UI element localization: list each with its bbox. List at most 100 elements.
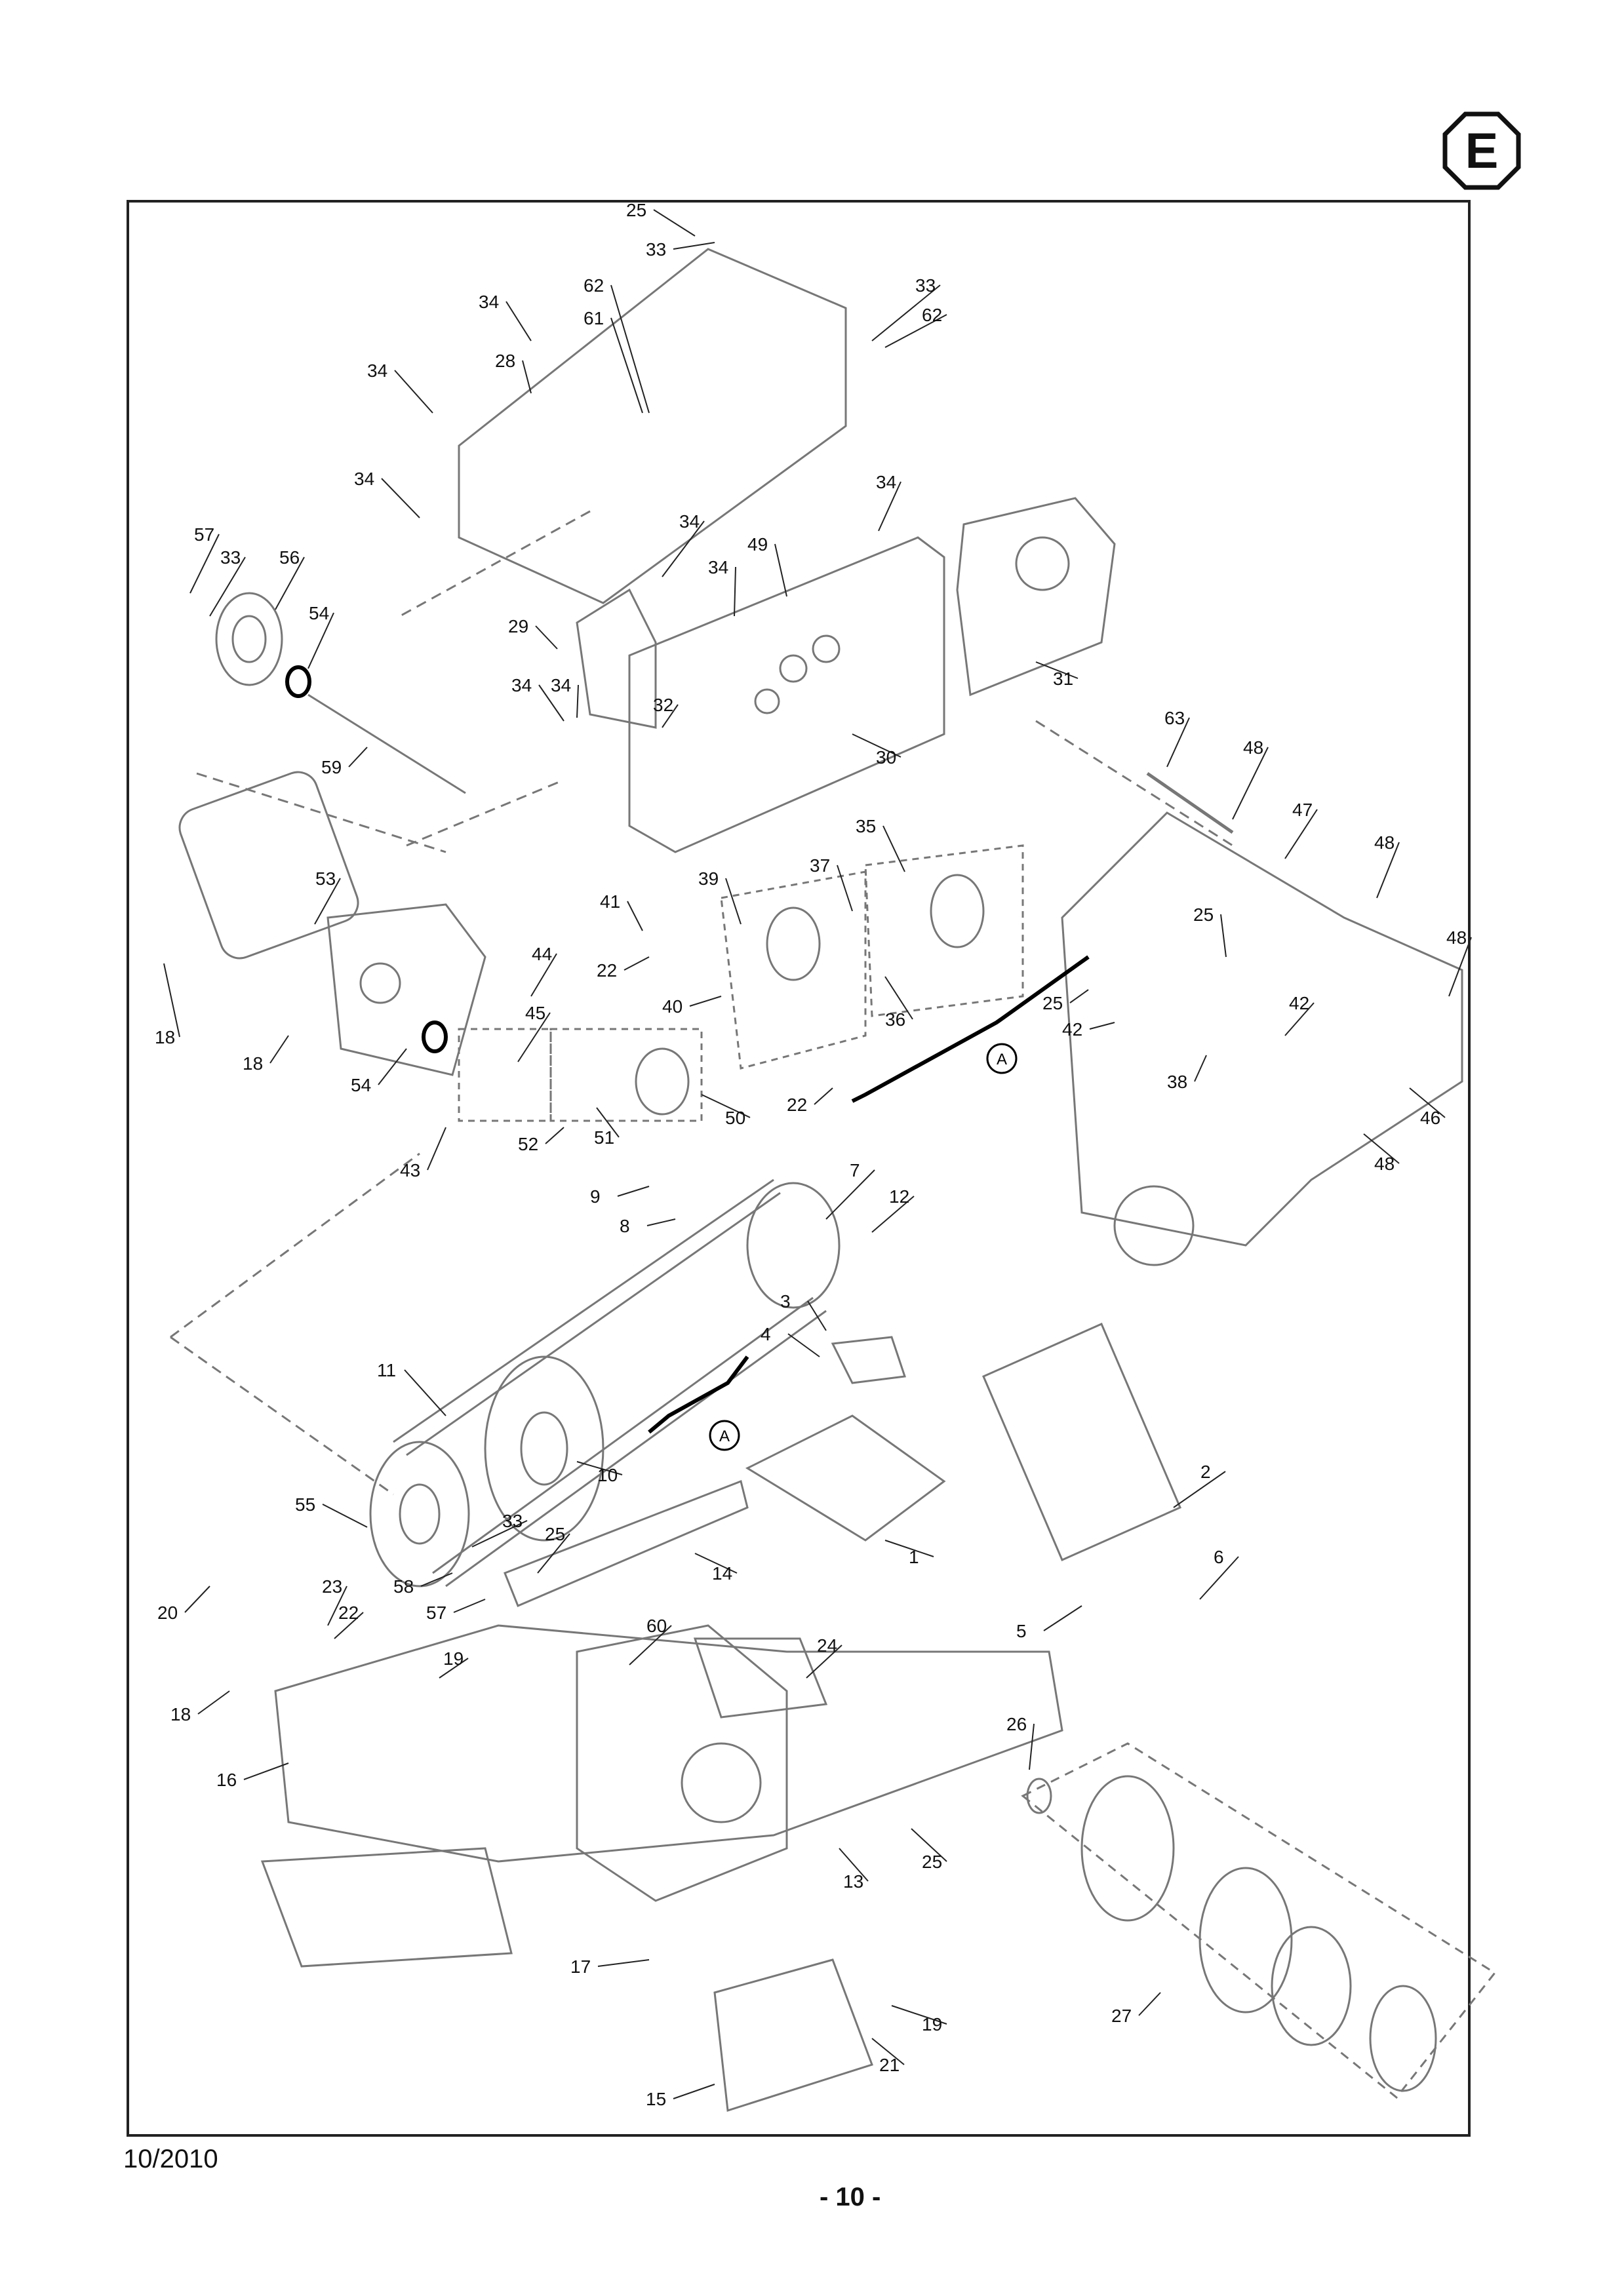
group-marker-label: A bbox=[997, 1051, 1007, 1068]
callout-number: 43 bbox=[400, 1160, 420, 1180]
group-braces bbox=[648, 955, 1090, 1434]
callout-leader-line bbox=[163, 963, 180, 1038]
callout-37: 37 bbox=[810, 855, 853, 912]
callout-leader-line bbox=[314, 878, 341, 925]
callout-leader-line bbox=[774, 543, 787, 597]
callout-leader-line bbox=[1284, 809, 1318, 859]
callout-51: 51 bbox=[594, 1107, 620, 1148]
callout-36: 36 bbox=[884, 976, 913, 1030]
callout-14: 14 bbox=[694, 1553, 738, 1584]
callout-number: 40 bbox=[662, 996, 683, 1017]
callout-leader-line bbox=[725, 878, 742, 925]
callout-number: 42 bbox=[1062, 1019, 1082, 1040]
callout-12: 12 bbox=[871, 1186, 915, 1233]
callout-number: 36 bbox=[885, 1009, 905, 1030]
callout-22: 22 bbox=[334, 1603, 364, 1639]
callout-34: 34 bbox=[354, 469, 420, 518]
callout-leader-line bbox=[322, 1504, 368, 1528]
callout-19: 19 bbox=[439, 1648, 469, 1679]
callout-leader-line bbox=[439, 1658, 469, 1679]
callout-number: 24 bbox=[817, 1635, 837, 1656]
callout-number: 35 bbox=[856, 816, 876, 836]
callout-number: 5 bbox=[1016, 1621, 1027, 1641]
callout-leader-line bbox=[420, 1572, 453, 1587]
assembly-50 bbox=[549, 1028, 703, 1122]
belt-11 bbox=[393, 1178, 827, 1587]
callout-18: 18 bbox=[155, 963, 180, 1047]
callout-leader-line bbox=[327, 1586, 347, 1626]
callout-number: 19 bbox=[443, 1648, 464, 1669]
callout-number: 58 bbox=[393, 1576, 414, 1597]
callout-52: 52 bbox=[518, 1127, 564, 1154]
callout-number: 16 bbox=[216, 1770, 237, 1790]
callout-39: 39 bbox=[698, 868, 742, 925]
callout-18: 18 bbox=[243, 1035, 289, 1074]
callout-38: 38 bbox=[1167, 1055, 1207, 1092]
callout-leader-line bbox=[1069, 989, 1089, 1003]
callout-54: 54 bbox=[351, 1048, 407, 1095]
callout-number: 47 bbox=[1292, 800, 1313, 820]
callout-number: 7 bbox=[850, 1160, 860, 1180]
callout-number: 22 bbox=[787, 1095, 807, 1115]
callout-18: 18 bbox=[170, 1690, 230, 1724]
callout-10: 10 bbox=[576, 1461, 623, 1485]
callout-number: 48 bbox=[1374, 832, 1395, 853]
callout-leader-line bbox=[787, 1333, 820, 1357]
plate-1 bbox=[745, 1414, 946, 1542]
plate-30 bbox=[628, 536, 945, 853]
callout-number: 60 bbox=[646, 1616, 667, 1636]
callout-48: 48 bbox=[1232, 737, 1269, 820]
callout-number: 34 bbox=[367, 360, 387, 381]
callout-number: 51 bbox=[594, 1127, 614, 1148]
callout-leader-line bbox=[610, 317, 643, 414]
callout-6: 6 bbox=[1199, 1547, 1239, 1600]
page-number: - 10 - bbox=[820, 2183, 881, 2211]
callout-number: 34 bbox=[708, 557, 728, 577]
callout-11: 11 bbox=[377, 1360, 446, 1416]
callout-number: 34 bbox=[679, 511, 700, 532]
callout-leader-line bbox=[197, 1690, 230, 1715]
callout-number: 9 bbox=[590, 1186, 601, 1207]
callout-number: 38 bbox=[1167, 1072, 1187, 1092]
callout-number: 53 bbox=[315, 868, 336, 889]
callout-55: 55 bbox=[295, 1494, 368, 1528]
callout-leader-line bbox=[624, 956, 650, 971]
bearing-block-39 bbox=[720, 870, 867, 1070]
callout-leader-line bbox=[522, 360, 532, 394]
callout-leader-line bbox=[629, 1625, 672, 1665]
callout-leader-line bbox=[243, 1762, 289, 1780]
callout-leader-line bbox=[617, 1186, 650, 1197]
callout-21: 21 bbox=[871, 2038, 905, 2075]
callout-33: 33 bbox=[471, 1511, 528, 1547]
callout-leader-line bbox=[878, 481, 901, 532]
callout-number: 28 bbox=[495, 351, 515, 371]
callout-number: 12 bbox=[889, 1186, 909, 1207]
callout-leader-line bbox=[535, 625, 558, 650]
callout-leader-line bbox=[538, 684, 564, 722]
callout-5: 5 bbox=[1016, 1605, 1082, 1641]
callout-leader-line bbox=[404, 1369, 446, 1416]
callout-leader-line bbox=[1232, 747, 1269, 820]
callout-leader-line bbox=[394, 370, 433, 414]
callout-leader-line bbox=[839, 1848, 869, 1882]
callout-leader-line bbox=[1166, 717, 1190, 768]
callout-number: 13 bbox=[843, 1871, 863, 1892]
callout-45: 45 bbox=[517, 1003, 551, 1062]
callout-60: 60 bbox=[629, 1616, 672, 1665]
callout-48: 48 bbox=[1363, 1133, 1400, 1174]
callout-25: 25 bbox=[537, 1524, 570, 1574]
callout-leader-line bbox=[701, 1094, 751, 1118]
callout-leader-line bbox=[427, 1127, 446, 1171]
plate-2 bbox=[982, 1323, 1181, 1561]
group-marker-a: A A bbox=[709, 1043, 1018, 1451]
callout-17: 17 bbox=[570, 1956, 650, 1977]
callout-leader-line bbox=[837, 865, 853, 912]
callout-leader-line bbox=[1448, 937, 1472, 997]
callout-number: 33 bbox=[915, 275, 936, 296]
bar-63 bbox=[1146, 771, 1234, 834]
callout-number: 25 bbox=[545, 1524, 565, 1544]
callout-leader-line bbox=[1199, 1556, 1239, 1600]
callout-15: 15 bbox=[646, 2084, 715, 2109]
block-3 bbox=[831, 1336, 907, 1384]
